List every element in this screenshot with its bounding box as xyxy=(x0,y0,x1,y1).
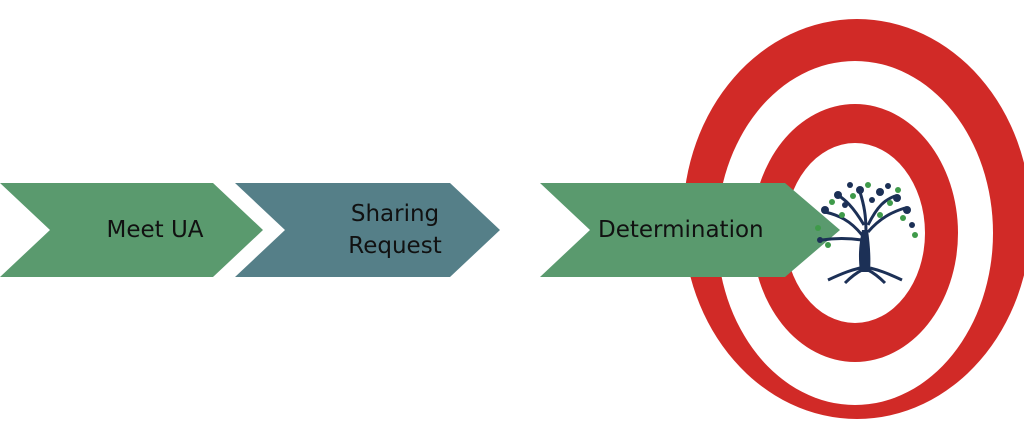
step-label-line-1: Sharing xyxy=(350,201,440,227)
target xyxy=(683,19,1024,419)
step-label-determination: Determination xyxy=(598,217,764,243)
step-label-sharing-request: Sharing Request xyxy=(300,183,490,277)
step-chevron-2[interactable] xyxy=(235,183,500,277)
step-chevron-1[interactable] xyxy=(0,183,263,277)
step-label-meet-ua: Meet UA xyxy=(106,217,204,243)
step-label-line-2: Request xyxy=(348,233,442,259)
tree-icon xyxy=(815,182,918,285)
step-chevron-3[interactable] xyxy=(540,183,840,277)
